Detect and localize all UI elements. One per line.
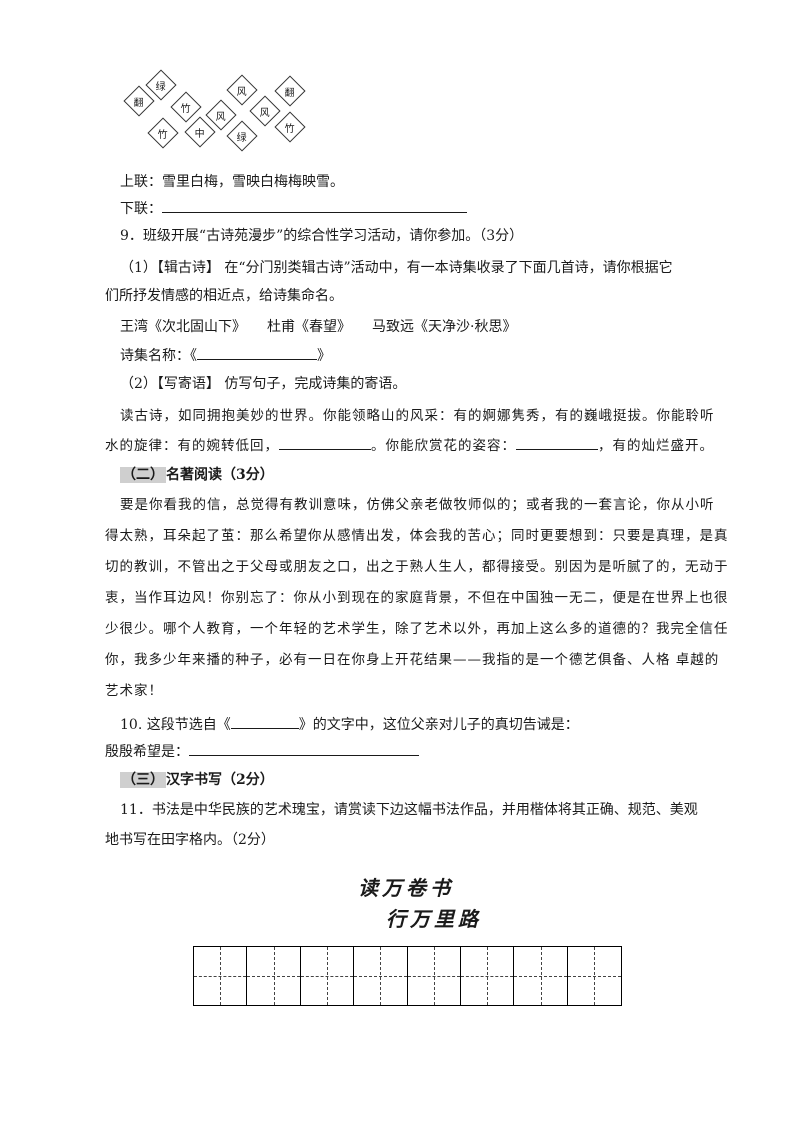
- passage-line: 你，我多少年来播的种子，必有一日在你身上开花结果——我指的是一个德艺俱备、人格 …: [105, 652, 720, 668]
- book-title-blank[interactable]: [230, 714, 299, 729]
- calligraphy-line-1: 读万卷书: [358, 876, 454, 900]
- section-2-header: （二）名著阅读（3分）: [120, 467, 274, 483]
- couplet-upper: 上联：雪里白梅，雪映白梅梅映雪。: [120, 174, 344, 190]
- tile: 风: [249, 95, 281, 127]
- tile: 竹: [147, 117, 179, 149]
- tile: 风: [226, 74, 258, 106]
- imitation-blank-1[interactable]: [279, 435, 371, 450]
- passage-line: 少很少。哪个人教育，一个年轻的艺术学生，除了艺术以外，再加上这么多的道德的？我完…: [105, 621, 729, 637]
- writing-cell[interactable]: [567, 947, 622, 1005]
- couplet-lower-label: 下联：: [120, 201, 162, 217]
- passage-line: 要是你看我的信，总觉得有教训意味，仿佛父亲老做牧师似的；或者我的一套言论，你从小…: [120, 497, 715, 513]
- q9-model-line2: 水的旋律：有的婉转低回，。你能欣赏花的姿容：，有的灿烂盛开。: [105, 435, 714, 456]
- q10-line1: 10. 这段节选自《》的文字中，这位父亲对儿子的真切告诫是：: [120, 714, 579, 735]
- q9-collection-name: 诗集名称：《》: [120, 345, 331, 366]
- tianzige-grid: [193, 946, 623, 1006]
- couplet-lower: 下联：: [120, 198, 467, 219]
- writing-cell[interactable]: [300, 947, 355, 1005]
- q9-poem-list: 王湾《次北固山下》 杜甫《春望》 马致远《天净沙·秋思》: [120, 319, 517, 335]
- q9-part1-line2: 们所抒发情感的相近点，给诗集命名。: [105, 288, 343, 304]
- writing-cell[interactable]: [407, 947, 461, 1005]
- collection-name-blank[interactable]: [197, 345, 317, 360]
- answer-blank[interactable]: [162, 198, 467, 213]
- passage-line: 衷，当作耳边风！你别忘了：你从小到现在的家庭背景，不但在中国独一无二，便是在世界…: [105, 590, 729, 606]
- writing-cell[interactable]: [460, 947, 515, 1005]
- tile: 绿: [226, 120, 258, 152]
- imitation-blank-2[interactable]: [516, 435, 598, 450]
- writing-cell[interactable]: [354, 947, 408, 1005]
- passage-line: 得太熟，耳朵起了茧：那么希望你从感情出发，体会我的苦心；同时更要想到：只要是真理…: [105, 528, 729, 544]
- calligraphy-line-2: 行万里路: [386, 907, 482, 931]
- hope-blank[interactable]: [189, 741, 419, 756]
- q11-line1: 11．书法是中华民族的艺术瑰宝，请赏读下边这幅书法作品，并用楷体将其正确、规范、…: [120, 802, 698, 818]
- passage-line: 艺术家！: [105, 683, 163, 699]
- tile: 翻: [274, 75, 306, 107]
- q9-model-line1: 读古诗，如同拥抱美妙的世界。你能领略山的风采：有的婀娜隽秀，有的巍峨挺拔。你能聆…: [120, 408, 715, 424]
- writing-cell[interactable]: [247, 947, 301, 1005]
- tile: 竹: [274, 111, 306, 143]
- q9-part1-line1: （1）【辑古诗】 在“分门别类辑古诗”活动中，有一本诗集收录了下面几首诗，请你根…: [120, 260, 673, 276]
- section-3-header: （三）汉字书写（2分）: [120, 772, 274, 788]
- writing-cell[interactable]: [194, 947, 248, 1005]
- writing-cell[interactable]: [514, 947, 568, 1005]
- q11-line2: 地书写在田字格内。（2分）: [105, 832, 275, 848]
- q10-line2: 殷殷希望是：: [105, 741, 419, 762]
- passage-line: 切的教训，不管出之于父母或朋友之口，出之于熟人生人，都得接受。别因为是听腻了的，…: [105, 559, 729, 575]
- q9-part2: （2）【写寄语】 仿写句子，完成诗集的寄语。: [120, 376, 407, 392]
- q9-stem: 9．班级开展“古诗苑漫步”的综合性学习活动，请你参加。（3分）: [120, 228, 524, 244]
